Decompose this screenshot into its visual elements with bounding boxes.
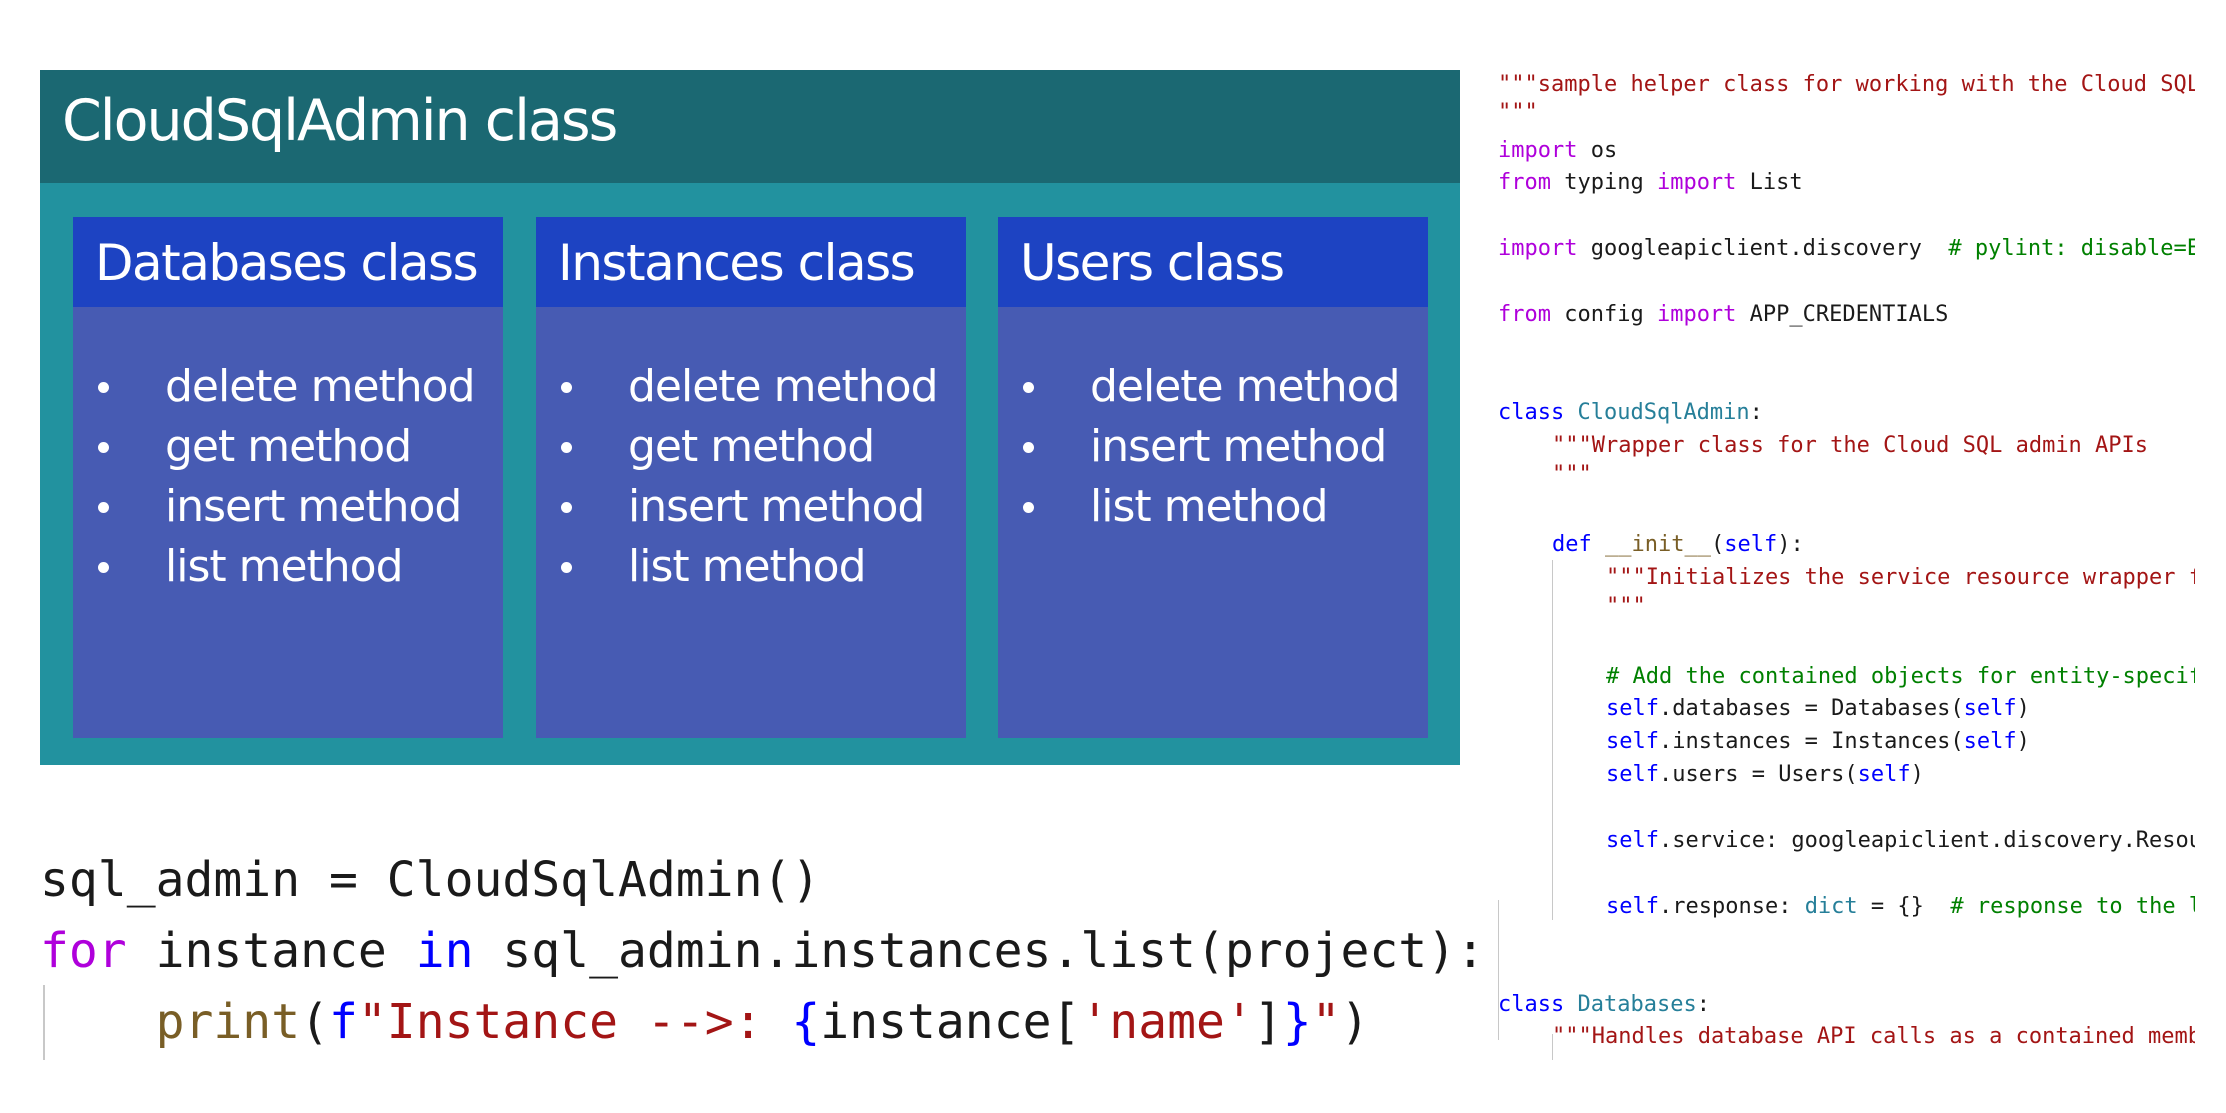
- diagram-title: CloudSqlAdmin class: [62, 88, 618, 154]
- bullet-icon: [98, 562, 109, 573]
- code-line: self.databases = Databases(self): [1606, 696, 2030, 721]
- list-item: delete method: [73, 357, 476, 417]
- cloudsqladmin-diagram: CloudSqlAdmin class Databases class dele…: [40, 70, 1460, 765]
- usage-snippet: sql_admin = CloudSqlAdmin() for instance…: [40, 845, 1485, 1058]
- bullet-icon: [1023, 382, 1034, 393]
- indent-guide: [1498, 900, 1499, 1040]
- code-line: def __init__(self):: [1552, 532, 1804, 557]
- code-line: class CloudSqlAdmin:: [1498, 400, 1763, 425]
- list-item: list method: [998, 477, 1400, 537]
- bullet-icon: [98, 382, 109, 393]
- method-list: delete method get method insert method l…: [73, 357, 476, 597]
- bullet-icon: [98, 502, 109, 513]
- list-item: insert method: [73, 477, 475, 537]
- snippet-line: sql_admin = CloudSqlAdmin(): [40, 852, 821, 908]
- code-line: import googleapiclient.discovery # pylin…: [1498, 236, 2195, 261]
- card-title: Users class: [1020, 234, 1285, 292]
- code-line: """: [1606, 594, 1646, 619]
- code-line: """: [1498, 100, 1538, 125]
- indent-guide: [1552, 560, 1553, 920]
- list-item: delete method: [998, 357, 1401, 417]
- code-line: """Handles database API calls as a conta…: [1552, 1024, 2195, 1049]
- list-item: delete method: [536, 357, 939, 417]
- card-title: Instances class: [558, 234, 916, 292]
- bullet-icon: [1023, 502, 1034, 513]
- list-item: list method: [73, 537, 475, 597]
- list-item: insert method: [536, 477, 938, 537]
- source-code-panel: """sample helper class for working with …: [1498, 70, 2195, 1060]
- snippet-line: for instance in sql_admin.instances.list…: [40, 923, 1485, 979]
- indent-guide: [1552, 1034, 1553, 1060]
- bullet-icon: [561, 442, 572, 453]
- list-item: insert method: [998, 417, 1400, 477]
- code-line: """: [1552, 462, 1592, 487]
- code-line: self.service: googleapiclient.discovery.…: [1606, 828, 2195, 853]
- code-line: self.users = Users(self): [1606, 762, 1924, 787]
- card-header: Databases class: [73, 217, 503, 307]
- code-line: """Initializes the service resource wrap…: [1606, 565, 2195, 590]
- bullet-icon: [561, 502, 572, 513]
- code-line: from typing import List: [1498, 170, 1803, 195]
- code-line: """Wrapper class for the Cloud SQL admin…: [1552, 433, 2149, 458]
- code-line: from config import APP_CREDENTIALS: [1498, 302, 1949, 327]
- method-list: delete method get method insert method l…: [536, 357, 939, 597]
- code-line: """sample helper class for working with …: [1498, 72, 2195, 97]
- list-item: get method: [73, 417, 475, 477]
- list-item: list method: [536, 537, 938, 597]
- snippet-line: print(f"Instance -->: {instance['name']}…: [155, 994, 1370, 1050]
- card-title: Databases class: [95, 234, 479, 292]
- indent-guide: [43, 985, 45, 1060]
- code-line: self.instances = Instances(self): [1606, 729, 2030, 754]
- code-line: class Databases:: [1498, 992, 1710, 1017]
- code-line: # Add the contained objects for entity-s…: [1606, 664, 2195, 689]
- users-card: Users class delete method insert method …: [998, 217, 1428, 738]
- bullet-icon: [1023, 442, 1034, 453]
- diagram-header: CloudSqlAdmin class: [40, 70, 1460, 183]
- databases-card: Databases class delete method get method…: [73, 217, 503, 738]
- bullet-icon: [561, 382, 572, 393]
- card-header: Users class: [998, 217, 1428, 307]
- method-list: delete method insert method list method: [998, 357, 1401, 537]
- list-item: get method: [536, 417, 938, 477]
- card-header: Instances class: [536, 217, 966, 307]
- bullet-icon: [98, 442, 109, 453]
- code-line: import os: [1498, 138, 1618, 163]
- code-line: self.response: dict = {} # response to t…: [1606, 894, 2195, 919]
- instances-card: Instances class delete method get method…: [536, 217, 966, 738]
- bullet-icon: [561, 562, 572, 573]
